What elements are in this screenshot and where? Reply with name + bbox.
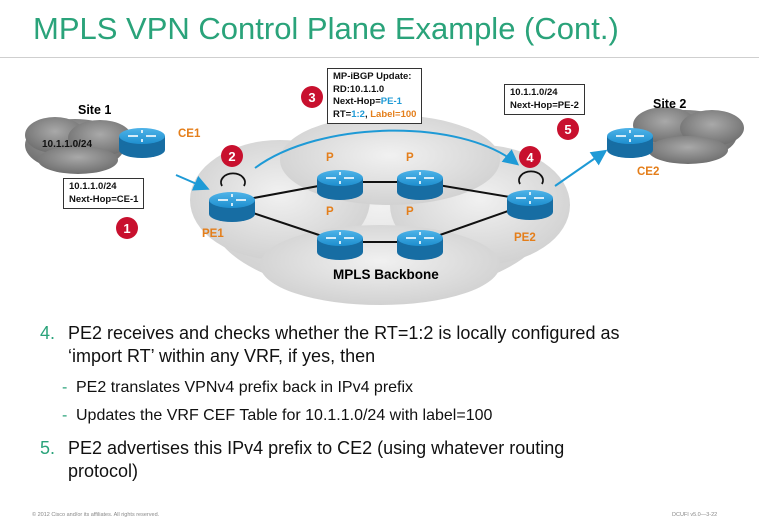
sub-item: -PE2 translates VPNv4 prefix back in IPv…	[62, 379, 413, 397]
pe1-label: PE1	[202, 228, 224, 240]
item-text: PE2 receives and checks whether the RT=1…	[68, 323, 620, 343]
svg-text:1: 1	[123, 221, 130, 236]
site2-label: Site 2	[653, 97, 687, 111]
sub-item-text: Updates the VRF CEF Table for 10.1.1.0/2…	[76, 407, 493, 424]
callout-line: 10.1.1.0/24	[510, 87, 558, 98]
mpls-backbone-cloud	[190, 115, 570, 305]
bullet-dash: -	[62, 379, 68, 396]
mpls-backbone-label: MPLS Backbone	[333, 267, 439, 282]
p-router-icon	[316, 229, 364, 261]
step-badge-4: 4	[519, 146, 541, 168]
network-diagram: 1 2 3 4 5	[25, 86, 744, 305]
site1-cloud	[25, 117, 132, 174]
page-title: MPLS VPN Control Plane Example (Cont.)	[33, 11, 619, 46]
slide-number: DCUFI v5.0—3-22	[672, 512, 718, 518]
ce1-label: CE1	[178, 128, 201, 140]
callout-line: RD:10.1.1.0	[333, 83, 385, 95]
callout-line: MP-iBGP Update:	[333, 71, 412, 82]
p-router-icon	[396, 229, 444, 261]
svg-text:2: 2	[228, 149, 235, 164]
callout-line: Next-Hop=PE-1	[333, 96, 416, 109]
item-4: 4. PE2 receives and checks whether the RT…	[40, 323, 619, 344]
p-router-label: P	[326, 206, 334, 218]
item-4-continuation: ‘import RT’ within any VRF, if yes, then	[68, 346, 376, 366]
copyright-footer: © 2012 Cisco and/or its affiliates. All …	[32, 512, 160, 518]
callout-line: Next-Hop=PE-2	[510, 99, 579, 111]
callout-line: 10.1.1.0/24	[69, 181, 117, 192]
p-router-icon	[396, 169, 444, 201]
item-number: 5.	[40, 438, 56, 458]
process-arrow-icon	[518, 170, 544, 185]
ce1-update-callout: 10.1.1.0/24 Next-Hop=CE-1	[63, 178, 145, 209]
step-badge-3: 3	[301, 86, 323, 108]
p-router-label: P	[326, 152, 334, 164]
pe1-router-icon	[208, 191, 256, 223]
ce2-label: CE2	[637, 166, 660, 178]
pe2-update-callout: 10.1.1.0/24 Next-Hop=PE-2	[504, 84, 585, 115]
p-router-label: P	[406, 152, 414, 164]
pe2-router-icon	[506, 189, 554, 221]
pe2-label: PE2	[514, 232, 536, 244]
label-value: Label=100	[370, 108, 417, 120]
svg-text:5: 5	[564, 122, 571, 137]
step-badge-5: 5	[557, 118, 579, 140]
title-divider	[0, 57, 759, 58]
rt-value: 1:2	[351, 108, 365, 120]
site2-cloud	[633, 107, 744, 164]
site1-label: Site 1	[78, 103, 112, 117]
item-5: 5. PE2 advertises this IPv4 prefix to CE2…	[40, 438, 564, 459]
bullet-dash: -	[62, 407, 68, 424]
sub-item: -Updates the VRF CEF Table for 10.1.1.0/…	[62, 407, 492, 425]
rt-separator: ,	[364, 108, 371, 120]
p-router-icon	[316, 169, 364, 201]
ce1-router-icon	[118, 127, 166, 159]
flow-arrows	[175, 129, 608, 191]
callout-line: Next-Hop=CE-1	[69, 193, 139, 205]
item-text: PE2 advertises this IPv4 prefix to CE2 (…	[68, 438, 565, 458]
step-badge-2: 2	[221, 145, 243, 167]
step-badge-1: 1	[116, 217, 138, 239]
item-5-continuation: protocol)	[68, 461, 139, 481]
next-hop-prefix: Next-Hop=	[333, 96, 381, 107]
svg-text:4: 4	[526, 150, 534, 165]
svg-text:3: 3	[308, 90, 315, 105]
ce2-router-icon	[606, 127, 654, 159]
mp-ibgp-update-callout: MP-iBGP Update: RD:10.1.1.0 Next-Hop=PE-…	[327, 68, 423, 124]
next-hop-value: PE-1	[380, 96, 402, 107]
item-number: 4.	[40, 323, 56, 343]
sub-item-text: PE2 translates VPNv4 prefix back in IPv4…	[76, 379, 414, 396]
callout-line: RT=1:2, Label=100	[333, 109, 416, 122]
process-arrow-icon	[220, 172, 246, 187]
p-router-label: P	[406, 206, 414, 218]
rt-prefix: RT=	[333, 108, 352, 120]
site1-prefix: 10.1.1.0/24	[42, 139, 93, 150]
